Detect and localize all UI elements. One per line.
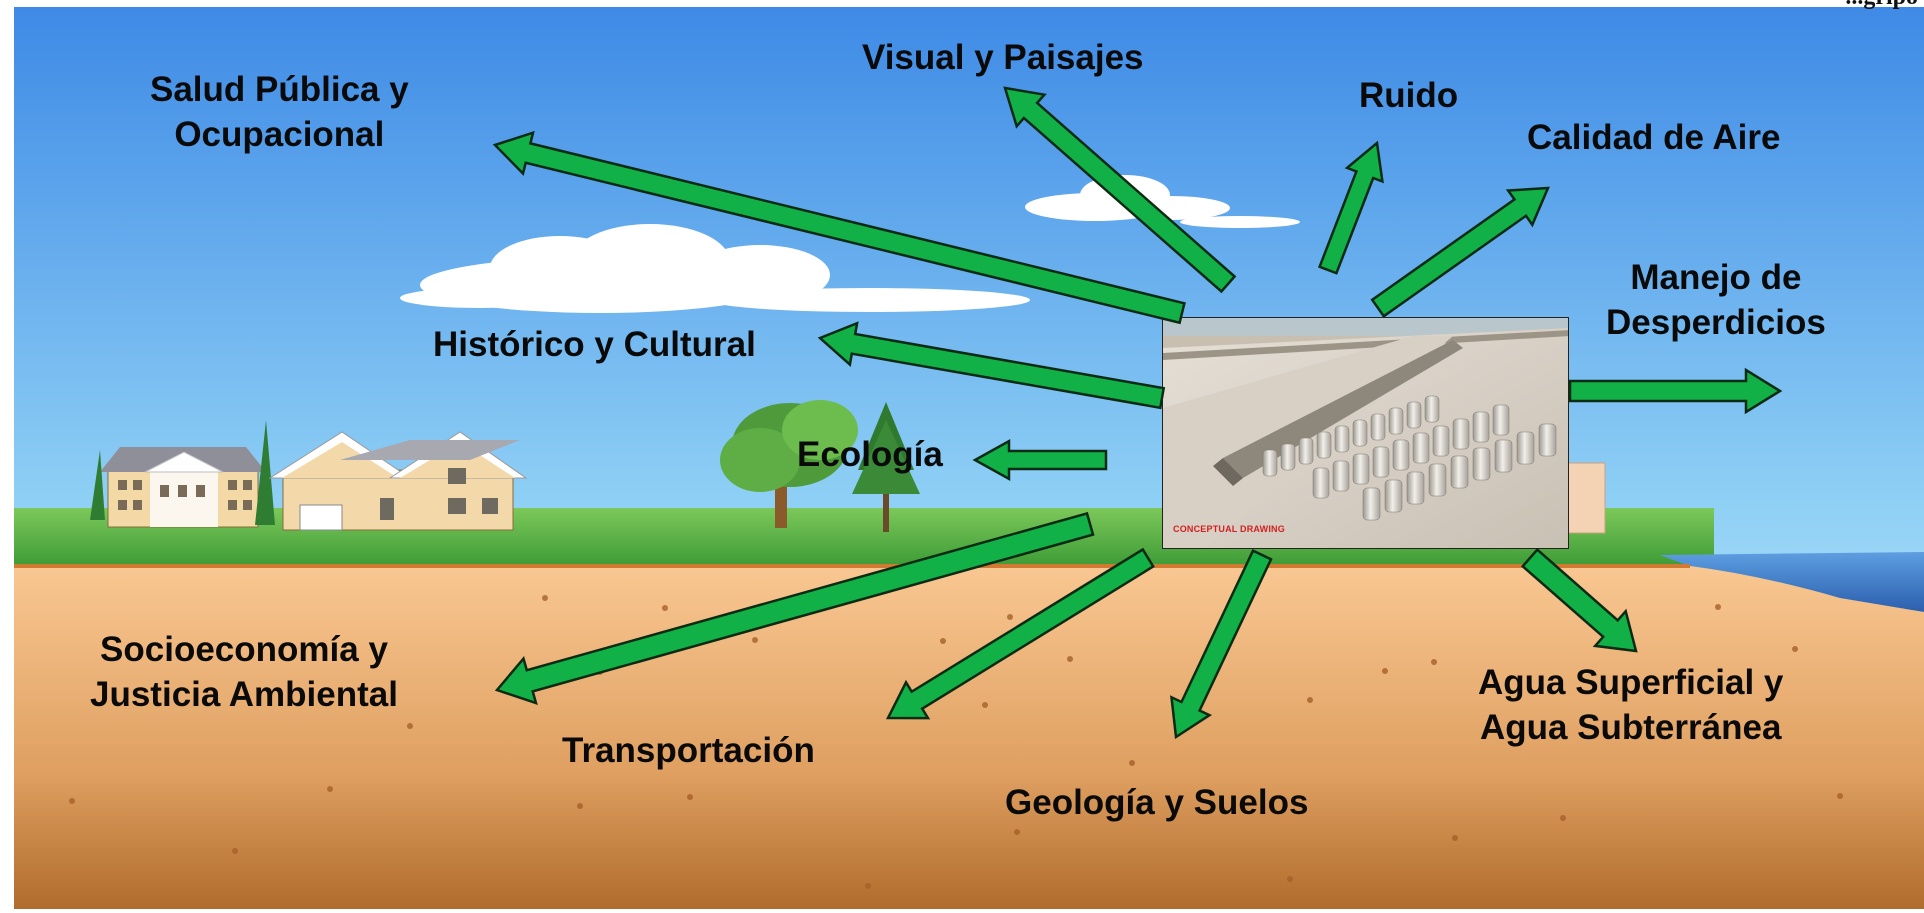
label-visual-paisajes: Visual y Paisajes xyxy=(862,38,1144,77)
cask-storage-photo: CONCEPTUAL DRAWING xyxy=(1162,317,1569,549)
label-ecologia: Ecología xyxy=(797,435,943,474)
tree-icon xyxy=(720,400,858,528)
label-historico-cultural: Histórico y Cultural xyxy=(433,325,756,364)
label-calidad-aire: Calidad de Aire xyxy=(1527,118,1781,157)
label-transportacion: Transportación xyxy=(562,731,815,770)
corner-text: ...gripo xyxy=(1845,0,1918,11)
house-icon xyxy=(90,420,275,528)
label-ruido: Ruido xyxy=(1359,76,1459,115)
tree-icon xyxy=(852,402,920,532)
house-icon xyxy=(268,431,528,531)
photo-caption: CONCEPTUAL DRAWING xyxy=(1173,524,1285,534)
label-geologia-suelos: Geología y Suelos xyxy=(1005,783,1309,822)
